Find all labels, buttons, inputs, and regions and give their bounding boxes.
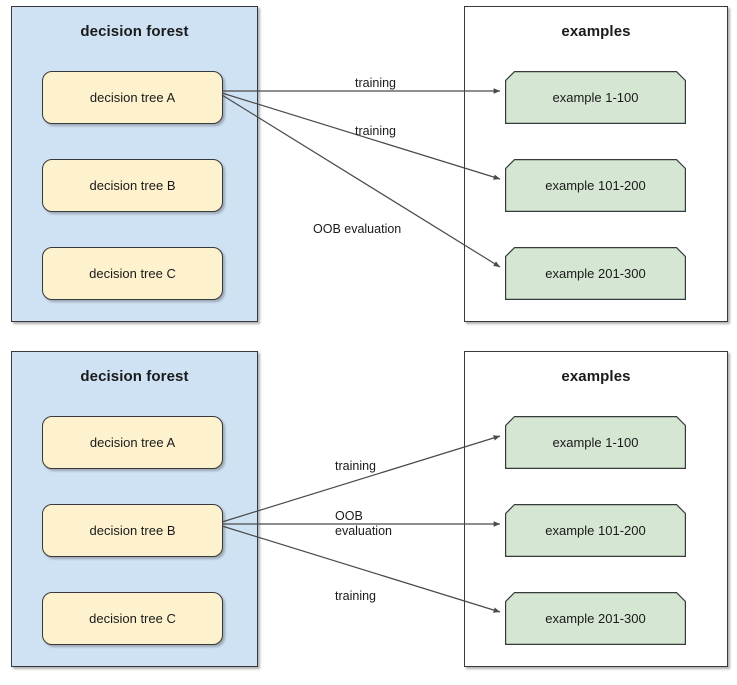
diagram-top: decision forest decision tree A decision… [0, 0, 737, 340]
diagram-bottom: decision forest decision tree A decision… [0, 345, 737, 685]
edge-arrows-top [221, 88, 501, 268]
edge-label-oob-evaluation: OOB evaluation [313, 222, 402, 236]
edge-label-oob-evaluation: OOB evaluation [335, 509, 392, 538]
decision-tree-label: decision tree B [89, 523, 176, 538]
edge-training-1 [221, 435, 501, 523]
decision-forest-title: decision forest [80, 23, 189, 40]
decision-tree-label: decision tree A [89, 435, 176, 450]
examples-title: examples [561, 23, 631, 40]
edge-label-training-2: training [335, 589, 376, 603]
examples-panel: examples example 1-100 example 101-200 e… [464, 6, 728, 322]
examples-panel: examples example 1-100 example 101-200 e… [464, 351, 728, 667]
edge-training-2 [221, 92, 501, 180]
edge-label-training-1: training [355, 76, 396, 90]
decision-forest-panel: decision forest decision tree A decision… [11, 6, 258, 322]
edge-oob-evaluation [221, 94, 501, 268]
edge-label-training-1: training [335, 459, 376, 473]
examples-title: examples [561, 368, 631, 385]
decision-forest-panel: decision forest decision tree A decision… [11, 351, 258, 667]
decision-tree-box-b[interactable]: decision tree B [42, 504, 223, 557]
example-box-201-300[interactable]: example 201-300 [505, 592, 686, 645]
decision-tree-label: decision tree C [89, 611, 176, 626]
example-box-1-100[interactable]: example 1-100 [505, 416, 686, 469]
decision-tree-label: decision tree B [89, 178, 176, 193]
decision-tree-box-a[interactable]: decision tree A [42, 71, 223, 124]
example-box-101-200[interactable]: example 101-200 [505, 504, 686, 557]
decision-tree-label: decision tree C [89, 266, 176, 281]
decision-forest-title: decision forest [80, 368, 189, 385]
example-box-1-100[interactable]: example 1-100 [505, 71, 686, 124]
edge-arrows-bottom [221, 435, 501, 613]
decision-tree-box-a[interactable]: decision tree A [42, 416, 223, 469]
decision-tree-box-c[interactable]: decision tree C [42, 247, 223, 300]
edge-label-training-2: training [355, 124, 396, 138]
decision-tree-label: decision tree A [89, 90, 176, 105]
decision-tree-box-c[interactable]: decision tree C [42, 592, 223, 645]
edge-training-2 [221, 525, 501, 613]
decision-tree-box-b[interactable]: decision tree B [42, 159, 223, 212]
